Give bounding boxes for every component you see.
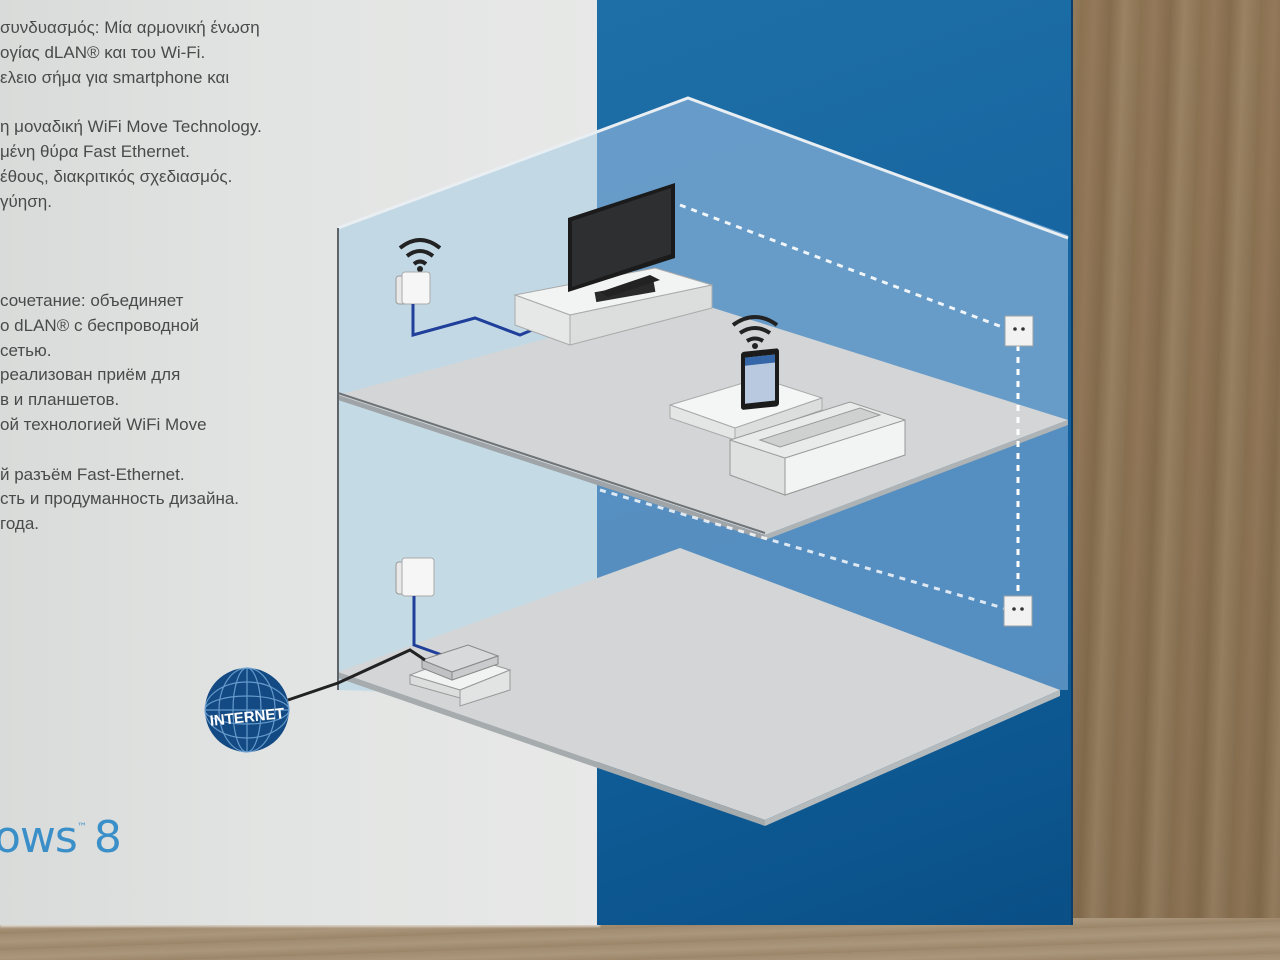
russian-line: ой технологией WiFi Move [0, 414, 207, 434]
tablet-icon [741, 348, 779, 410]
russian-line: сетью. [0, 340, 52, 360]
windows-logo-text: ows [0, 812, 78, 863]
greek-line: ελειο σήμα για smartphone και [0, 67, 230, 87]
greek-line: ογίας dLAN® και του Wi-Fi. [0, 42, 206, 62]
russian-feature-text: сочетание: объединяет о dLAN® с беспрово… [0, 289, 239, 537]
greek-line: η μοναδική WiFi Move Technology. [0, 117, 262, 137]
internet-globe-icon: INTERNET [204, 667, 290, 753]
router-icon [420, 644, 500, 681]
wooden-table-edge [0, 918, 1280, 960]
russian-line: сть и продуманность дизайна. [0, 489, 240, 509]
greek-line: γύηση. [0, 191, 52, 211]
sofa [729, 401, 906, 496]
internet-cable [287, 648, 426, 702]
russian-line: года. [0, 514, 40, 534]
russian-line: й разъём Fast-Ethernet. [0, 464, 185, 484]
windows-8-logo: ows™ 8 [0, 812, 122, 863]
russian-line: сочетание: объединяет [0, 291, 184, 310]
wifi-icon-tablet [731, 315, 779, 343]
russian-line: реализован приём для [0, 365, 181, 385]
greek-line: έθους, διακριτικός σχεδιασμός. [0, 166, 233, 186]
dlan-wifi-adapter-upstairs-icon [395, 271, 431, 305]
windows-tm-mark: ™ [76, 822, 87, 833]
windows-version: 8 [93, 812, 122, 863]
greek-line: μένη θύρα Fast Ethernet. [0, 141, 190, 161]
dlan-adapter-downstairs-icon [395, 557, 435, 597]
television-icon [568, 183, 675, 297]
power-socket-lower-icon [1003, 595, 1033, 627]
power-socket-upper-icon [1004, 315, 1034, 347]
lower-floor [338, 548, 1060, 820]
greek-feature-text: συνδυασμός: Μία αρμονική ένωση ογίας dLA… [0, 16, 262, 214]
ethernet-cable-lower [412, 596, 443, 657]
wifi-icon-adapter [398, 238, 442, 266]
greek-line: συνδυασμός: Μία αρμονική ένωση [0, 18, 260, 37]
russian-line: о dLAN® с беспроводной [0, 315, 199, 335]
russian-line: в и планшетов. [0, 390, 120, 410]
